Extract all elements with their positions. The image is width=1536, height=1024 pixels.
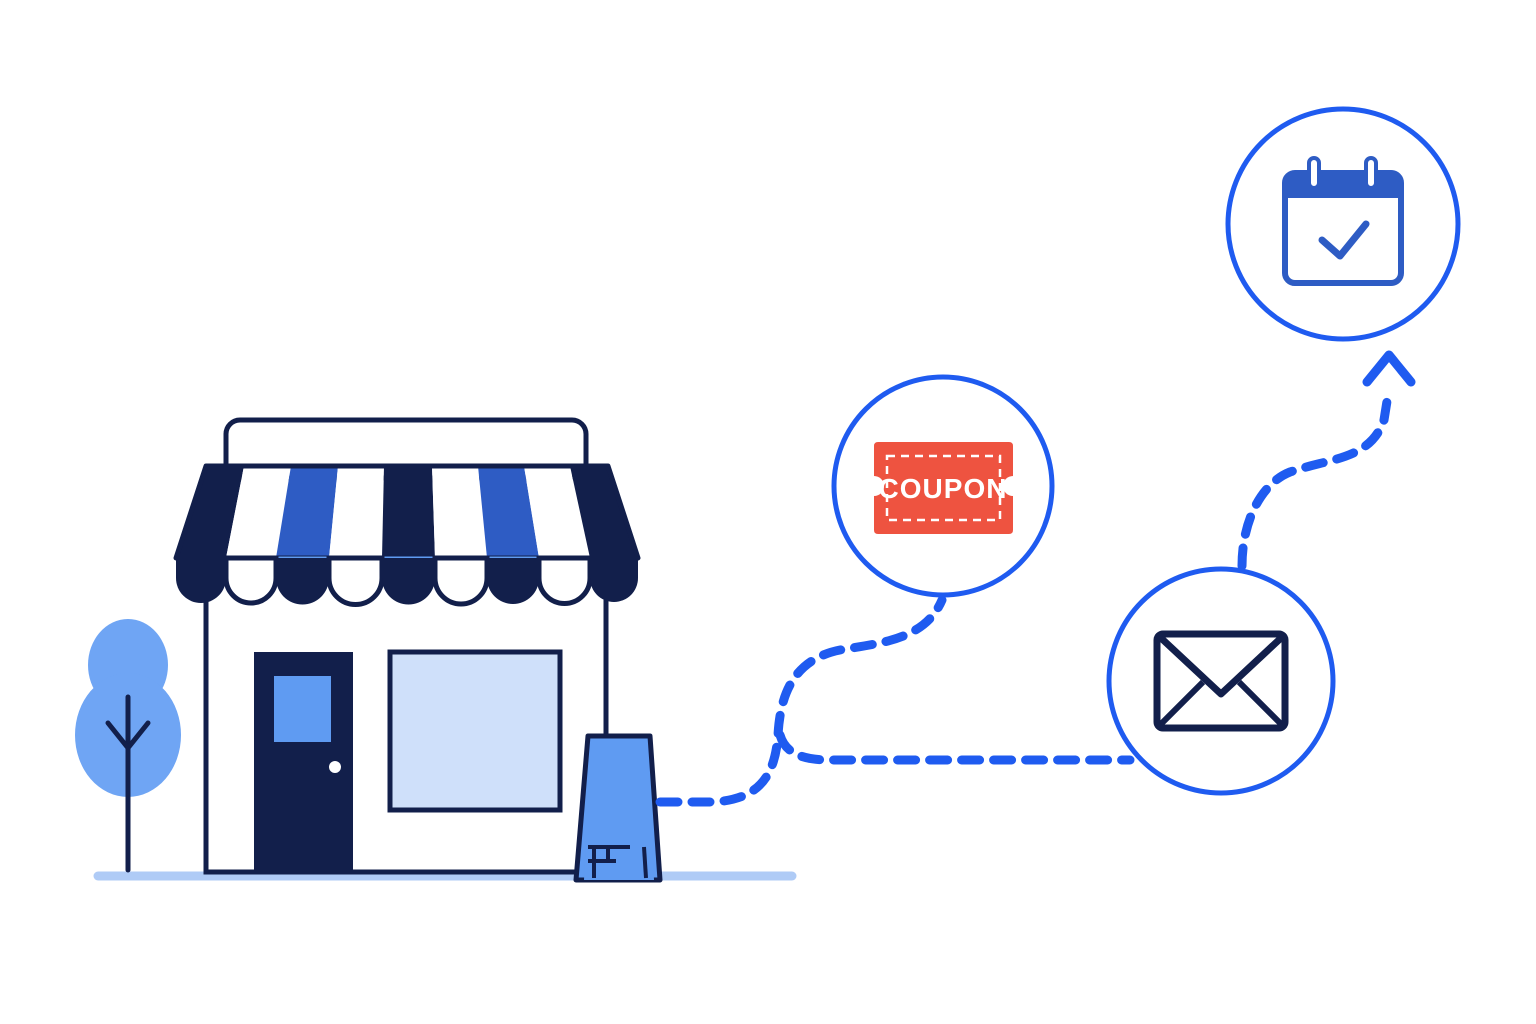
shop-door (254, 652, 353, 872)
connector-shop-to-coupon (655, 595, 947, 807)
arrow-head-icon (1362, 350, 1416, 387)
connector-email-to-calendar (1237, 390, 1393, 571)
calendar-node (1225, 106, 1461, 342)
storefront-icon (173, 417, 641, 875)
a-frame-sign (573, 733, 663, 883)
tree-icon (75, 619, 181, 873)
envelope-icon (1153, 630, 1289, 732)
connector-to-email (775, 730, 1135, 765)
calendar-check-icon (1282, 156, 1404, 286)
coupon-label: COUPON (879, 473, 1008, 504)
coupon-node: COUPON (831, 374, 1055, 598)
coupon-icon: COUPON (874, 442, 1013, 534)
striped-awning (173, 463, 641, 607)
email-node (1106, 566, 1336, 796)
shop-window (387, 649, 563, 813)
journey-path (655, 390, 1393, 807)
